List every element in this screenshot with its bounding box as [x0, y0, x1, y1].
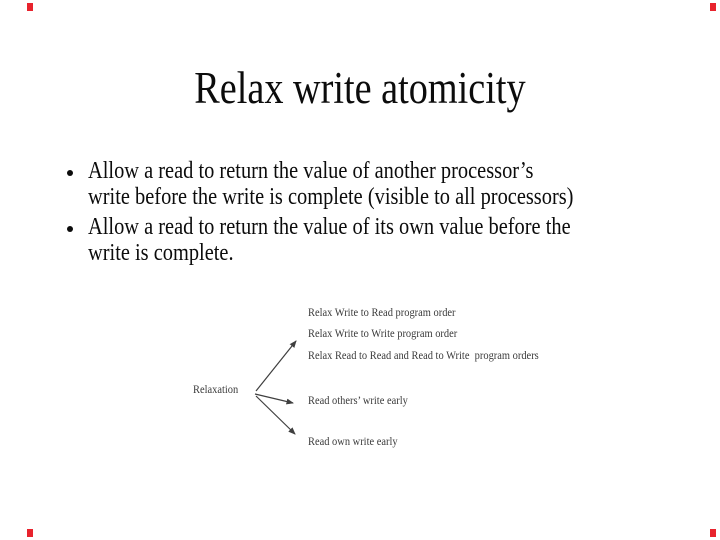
diagram-branch-label: Relax Write to Write program order — [308, 326, 458, 340]
diagram-branch-label: Read own write early — [308, 434, 398, 448]
arrow-to-read-others-write-early — [254, 393, 294, 405]
corner-mark-top-left — [27, 3, 33, 11]
bullet-dot — [67, 226, 73, 232]
slide-title: Relax write atomicity — [0, 66, 720, 111]
corner-mark-bottom-left — [27, 529, 33, 537]
diagram-root-label: Relaxation — [193, 382, 239, 396]
bullet-dot — [67, 170, 73, 176]
bullet-item: Allow a read to return the value of its … — [88, 214, 659, 266]
bullet-text-line: Allow a read to return the value of its … — [88, 214, 571, 240]
bullet-text-line: Allow a read to return the value of anot… — [88, 158, 534, 184]
diagram-branch-label: Read others’ write early — [308, 393, 408, 407]
diagram-branch-label: Relax Read to Read and Read to Write pro… — [308, 348, 539, 362]
corner-mark-bottom-right — [710, 529, 716, 537]
arrow-to-program-orders — [255, 340, 297, 392]
bullet-item: Allow a read to return the value of anot… — [88, 158, 659, 210]
corner-mark-top-right — [710, 3, 716, 11]
bullet-text-line: write is complete. — [88, 239, 234, 266]
bullet-list: Allow a read to return the value of anot… — [88, 158, 659, 266]
arrow-to-read-own-write-early — [255, 395, 296, 435]
slide-title-text: Relax write atomicity — [194, 63, 526, 113]
bullet-text-line: write before the write is complete (visi… — [88, 183, 574, 210]
diagram-branch-label: Relax Write to Read program order — [308, 305, 456, 319]
